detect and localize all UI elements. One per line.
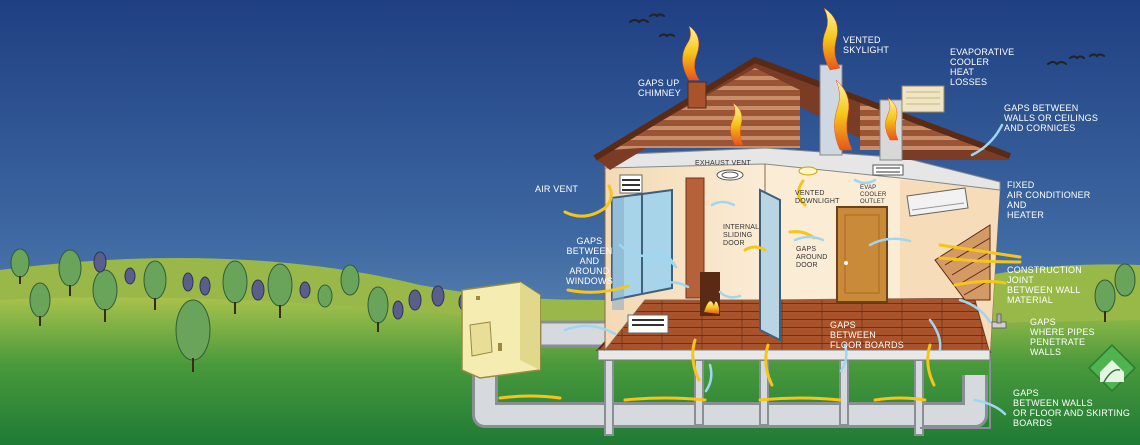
label-evap-cooler-outlet: EVAP COOLER OUTLET xyxy=(860,185,887,205)
chimney xyxy=(687,81,707,109)
floor-edge xyxy=(597,349,991,361)
bird-silhouettes xyxy=(629,13,1105,66)
split-air-conditioner xyxy=(906,187,969,217)
air-leak-streaks xyxy=(563,123,1007,416)
heat-flow-streaks xyxy=(498,179,1022,402)
downlight xyxy=(798,166,818,176)
label-air-vent: AIR VENT xyxy=(535,184,579,194)
window xyxy=(611,188,673,310)
label-exhaust-vent: EXHAUST VENT xyxy=(695,160,751,167)
fire-icon xyxy=(704,301,719,314)
label-vented-downlight: VENTED DOWNLIGHT xyxy=(795,190,840,205)
roof xyxy=(593,57,1012,170)
label-fixed-air-conditioner-heater: FIXED AIR CONDITIONER AND HEATER xyxy=(1007,180,1091,220)
exhaust-vent-fan xyxy=(716,169,744,181)
wall-heater-register xyxy=(627,314,669,334)
label-construction-joint: CONSTRUCTION JOINT BETWEEN WALL MATERIAL xyxy=(1007,265,1082,305)
heat-loss-flames xyxy=(682,7,899,151)
label-gaps-around-door: GAPS AROUND DOOR xyxy=(796,246,828,269)
door xyxy=(836,206,888,303)
evap-outlet-grille xyxy=(872,164,904,176)
label-vented-skylight: VENTED SKYLIGHT xyxy=(843,35,890,55)
house-leaf-logo xyxy=(1087,343,1137,393)
chimney-inner xyxy=(685,177,705,299)
label-gaps-between-around-windows: GAPS BETWEEN AND AROUND WINDOWS xyxy=(566,236,613,286)
label-gaps-where-pipes-penetrate: GAPS WHERE PIPES PENETRATE WALLS xyxy=(1030,317,1095,357)
pipe-tap xyxy=(991,313,1007,329)
internal-sliding-door-panel xyxy=(759,188,781,342)
label-internal-sliding-door: INTERNAL SLIDING DOOR xyxy=(723,224,760,247)
air-vent-grille xyxy=(619,174,643,194)
label-gaps-up-chimney: GAPS UP CHIMNEY xyxy=(638,78,681,98)
label-gaps-walls-floor-skirting: GAPS BETWEEN WALLS OR FLOOR AND SKIRTING… xyxy=(1013,388,1131,428)
label-evaporative-cooler-heat-losses: EVAPORATIVE COOLER HEAT LOSSES xyxy=(950,47,1015,87)
label-gaps-walls-ceilings-cornices: GAPS BETWEEN WALLS OR CEILINGS AND CORNI… xyxy=(1004,103,1099,133)
label-gaps-between-floor-boards: GAPS BETWEEN FLOOR BOARDS xyxy=(830,320,904,350)
ducted-heater-unit xyxy=(461,281,541,379)
